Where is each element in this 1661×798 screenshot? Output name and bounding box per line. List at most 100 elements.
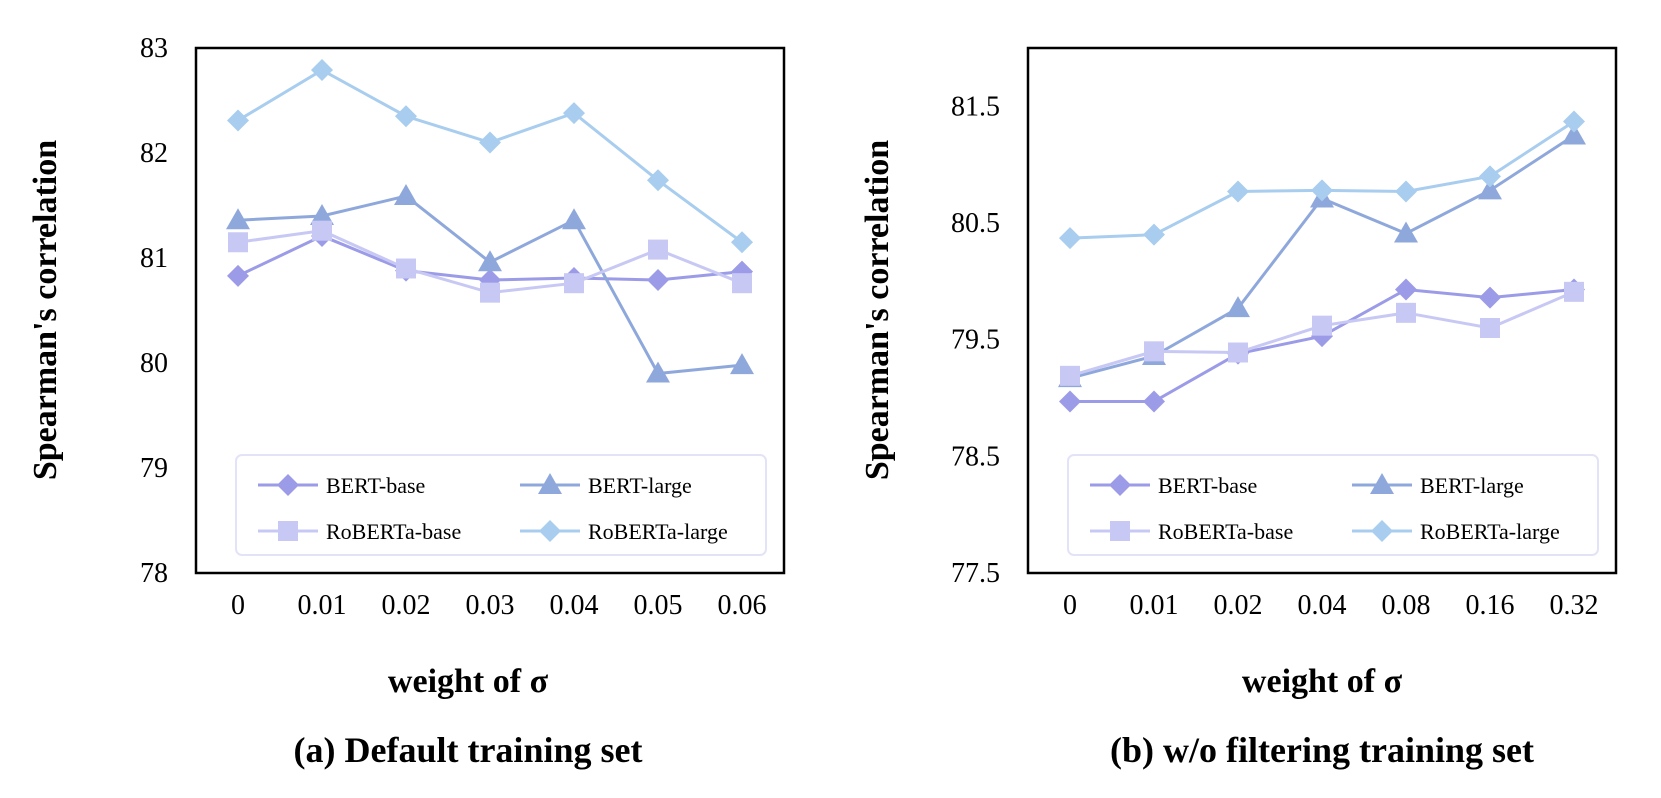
data-point-roberta-base: [1228, 342, 1248, 363]
y-ticks-b: 77.578.579.580.581.5: [951, 91, 1000, 589]
series-roberta-base-b: [1060, 281, 1584, 386]
data-point-roberta-large: [1479, 165, 1501, 188]
data-point-roberta-base: [648, 239, 668, 260]
data-point-roberta-base: [1312, 315, 1332, 336]
data-point-roberta-large: [563, 102, 585, 125]
y-tick-label: 80: [140, 348, 168, 379]
legend-label-bert-base: BERT-base: [326, 473, 425, 498]
data-point-roberta-large: [1143, 223, 1165, 246]
data-point-bert-base: [227, 264, 249, 287]
x-tick-label: 0.32: [1550, 590, 1599, 621]
series-bert-large-b: [1058, 123, 1586, 388]
legend-marker-bert-base: [277, 474, 299, 496]
y-tick-label: 82: [140, 138, 168, 169]
data-point-roberta-base: [480, 282, 500, 303]
data-point-roberta-large: [1311, 179, 1333, 202]
data-point-roberta-large: [479, 131, 501, 154]
data-point-bert-large: [730, 353, 754, 375]
series-bert-base-b: [1059, 278, 1585, 413]
caption-a: (a) Default training set: [294, 730, 643, 770]
x-tick-label: 0.01: [1130, 590, 1179, 621]
data-point-bert-base: [647, 269, 669, 292]
legend-marker-bert-large: [1370, 473, 1394, 494]
series-roberta-large-b: [1059, 110, 1585, 250]
data-point-roberta-base: [396, 258, 416, 279]
x-tick-label: 0.02: [1214, 590, 1263, 621]
caption-b: (b) w/o filtering training set: [1110, 730, 1534, 770]
legend-label-roberta-base: RoBERTa-base: [326, 519, 461, 544]
data-point-bert-large: [1394, 221, 1418, 243]
data-point-bert-large: [394, 184, 418, 206]
data-point-roberta-large: [395, 105, 417, 128]
data-point-bert-large: [226, 208, 250, 230]
data-point-roberta-large: [311, 59, 333, 82]
legend-label-bert-large: BERT-large: [1420, 473, 1524, 498]
y-axis-label-b: Spearman's correlation: [859, 140, 896, 480]
legend-label-roberta-large: RoBERTa-large: [1420, 519, 1560, 544]
data-point-roberta-large: [731, 231, 753, 254]
data-point-roberta-base: [1564, 281, 1584, 302]
x-tick-label: 0.16: [1466, 590, 1515, 621]
y-tick-label: 78: [140, 558, 168, 589]
legend-label-bert-large: BERT-large: [588, 473, 692, 498]
x-tick-label: 0.01: [298, 590, 347, 621]
data-point-roberta-large: [1563, 110, 1585, 133]
x-tick-label: 0.03: [466, 590, 515, 621]
data-point-roberta-base: [564, 273, 584, 294]
data-point-bert-large: [478, 250, 502, 272]
data-point-bert-large: [1226, 296, 1250, 318]
data-point-roberta-base: [1396, 302, 1416, 323]
x-ticks-b: 0 0.01 0.02 0.04 0.08 0.16 0.32: [1063, 590, 1599, 621]
data-point-roberta-base: [1480, 318, 1500, 338]
legend-marker-bert-base: [1109, 474, 1131, 496]
legend-label-roberta-large: RoBERTa-large: [588, 519, 728, 544]
data-point-roberta-large: [1395, 180, 1417, 203]
data-point-bert-large: [310, 204, 334, 225]
plot-frame-b: [1026, 46, 1618, 575]
y-tick-label: 79.5: [951, 325, 1000, 356]
y-tick-label: 80.5: [951, 208, 1000, 239]
legend-marker-roberta-base: [278, 521, 298, 541]
x-axis-label-b: weight of σ: [1242, 663, 1403, 700]
y-tick-label: 81.5: [951, 91, 1000, 122]
data-point-roberta-base: [732, 273, 752, 294]
data-point-roberta-base: [1144, 341, 1164, 362]
data-point-roberta-base: [228, 232, 248, 253]
series-bert-large-a: [226, 184, 754, 383]
x-tick-label: 0: [231, 590, 245, 621]
data-point-bert-base: [1143, 390, 1165, 413]
data-point-roberta-large: [1227, 180, 1249, 203]
legend-box: [235, 454, 767, 556]
legend-label-roberta-base: RoBERTa-base: [1158, 519, 1293, 544]
x-tick-label: 0: [1063, 590, 1077, 621]
x-tick-label: 0.05: [634, 590, 683, 621]
data-point-bert-large: [1478, 178, 1502, 200]
y-tick-label: 83: [140, 33, 168, 64]
legend-box: [1067, 454, 1599, 556]
y-tick-label: 78.5: [951, 441, 1000, 472]
y-tick-label: 79: [140, 453, 168, 484]
data-point-roberta-base: [1060, 365, 1080, 386]
data-point-bert-base: [1395, 278, 1417, 301]
data-point-roberta-large: [647, 169, 669, 192]
plot-frame-a: [194, 46, 786, 575]
data-point-bert-base: [1059, 390, 1081, 413]
x-axis-label-a: weight of σ: [388, 663, 549, 700]
series-group-b: [1058, 110, 1586, 413]
x-tick-label: 0.08: [1382, 590, 1431, 621]
data-point-bert-base: [1479, 286, 1501, 309]
x-tick-label: 0.02: [382, 590, 431, 621]
legend-marker-bert-large: [538, 473, 562, 494]
x-tick-label: 0.04: [1298, 590, 1347, 621]
data-point-roberta-large: [1059, 227, 1081, 250]
data-point-bert-large: [646, 361, 670, 383]
data-point-roberta-large: [227, 109, 249, 132]
x-tick-label: 0.04: [550, 590, 599, 621]
